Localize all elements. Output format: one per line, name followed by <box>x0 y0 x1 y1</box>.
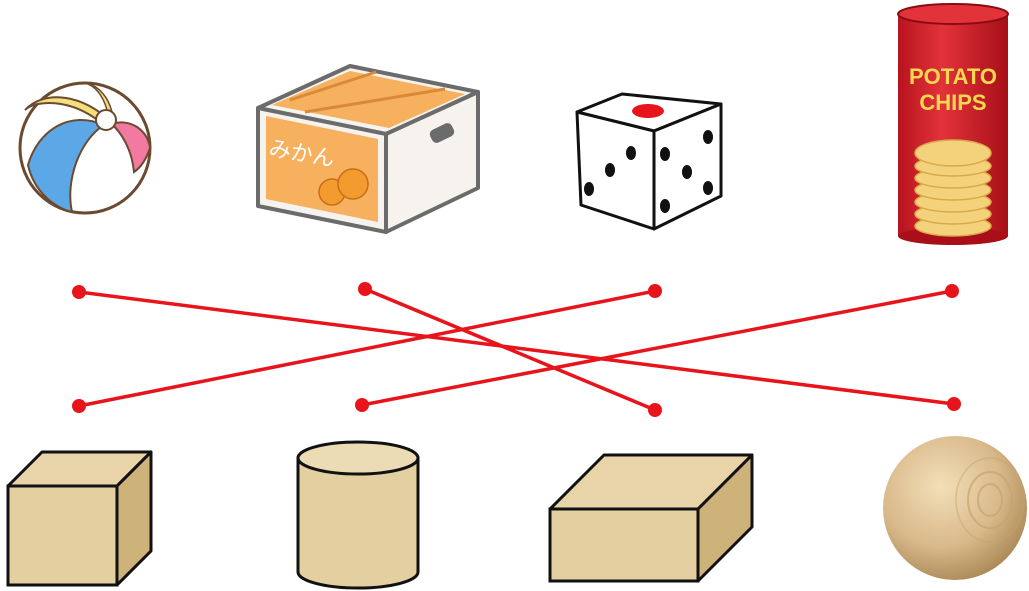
bottom-dot-cylinder[interactable] <box>355 398 369 412</box>
chips-can-text-line2: CHIPS <box>919 90 986 115</box>
top-dot-dice[interactable] <box>648 284 662 298</box>
bottom-dot-rectangular-prism[interactable] <box>648 403 662 417</box>
mikan-box-illustration: みかん <box>256 64 480 234</box>
top-dot-mikan-box[interactable] <box>358 282 372 296</box>
bottom-dot-sphere[interactable] <box>947 397 961 411</box>
cylinder-shape <box>296 440 420 590</box>
dice-illustration <box>575 92 723 231</box>
match-line-dice-to-cube <box>77 289 657 408</box>
top-dot-beach-ball[interactable] <box>72 285 86 299</box>
potato-chips-can-illustration: POTATO CHIPS <box>897 3 1009 245</box>
top-dot-potato-chips-can[interactable] <box>945 284 959 298</box>
bottom-dot-cube[interactable] <box>72 399 86 413</box>
cube-shape <box>6 450 153 587</box>
match-line-mikan-box-to-rectangular-prism <box>363 287 657 412</box>
rectangular-prism-shape <box>548 453 754 583</box>
chips-can-text-line1: POTATO <box>909 64 997 89</box>
match-lines <box>77 287 956 412</box>
match-dots <box>72 282 961 417</box>
beach-ball-illustration <box>18 81 152 215</box>
sphere-shape <box>883 436 1027 580</box>
match-line-potato-chips-can-to-cylinder <box>360 289 954 407</box>
match-line-beach-ball-to-sphere <box>77 290 956 406</box>
